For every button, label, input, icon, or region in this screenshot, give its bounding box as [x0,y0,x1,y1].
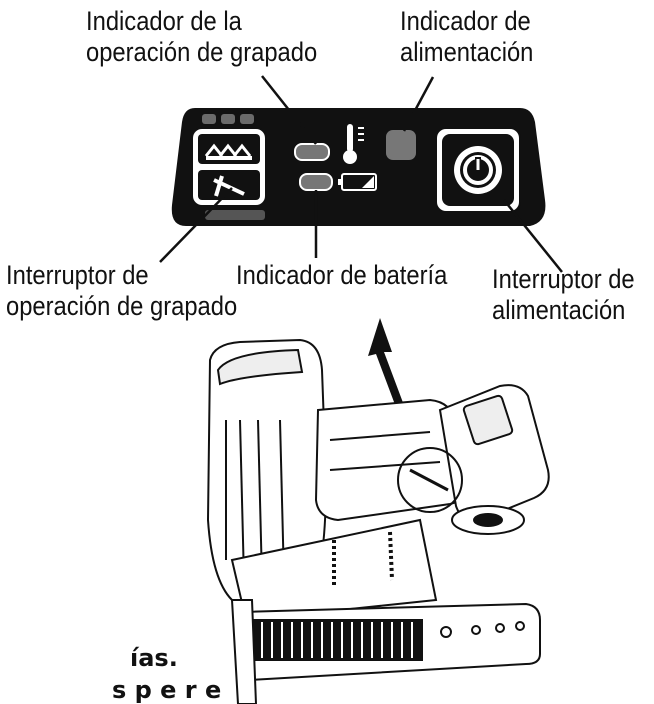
mode-lamp [202,114,216,124]
switch-base [205,210,265,220]
control-panel [171,108,546,226]
label-line: Indicador de batería [236,260,448,290]
label-line: operación de grapado [6,291,238,321]
power-indicator [386,130,416,160]
stapler-tool-drawing [206,338,550,704]
staple-mode-icon [204,143,252,160]
stapling-operation-indicator [294,143,330,161]
cropped-text-line-1: ías. [130,644,178,672]
thermometer-icon [343,124,364,164]
single-staple-icon [213,175,245,197]
battery-icon [338,173,377,191]
label-battery-indicator: Indicador de batería [236,260,447,291]
label-line: Interruptor de [6,260,149,290]
label-stapling-operation-indicator: Indicador de la operación de grapado [86,6,317,68]
label-line: operación de grapado [86,37,318,67]
mode-lamp [240,114,254,124]
label-line: alimentación [492,295,626,325]
mode-lamp [221,114,235,124]
battery-indicator [299,173,333,191]
stapling-operation-switch[interactable] [191,127,267,207]
leader-lines [159,75,563,273]
label-line: Indicador de [400,6,531,36]
label-power-switch: Interruptor de alimentación [492,264,635,326]
label-stapling-operation-switch: Interruptor de operación de grapado [6,260,237,322]
cropped-text-line-2: s p e r e [112,676,222,704]
label-line: Interruptor de [492,264,635,294]
label-line: Indicador de la [86,6,242,36]
label-line: alimentación [400,37,534,67]
power-switch[interactable] [435,127,521,213]
label-power-indicator: Indicador de alimentación [400,6,533,68]
